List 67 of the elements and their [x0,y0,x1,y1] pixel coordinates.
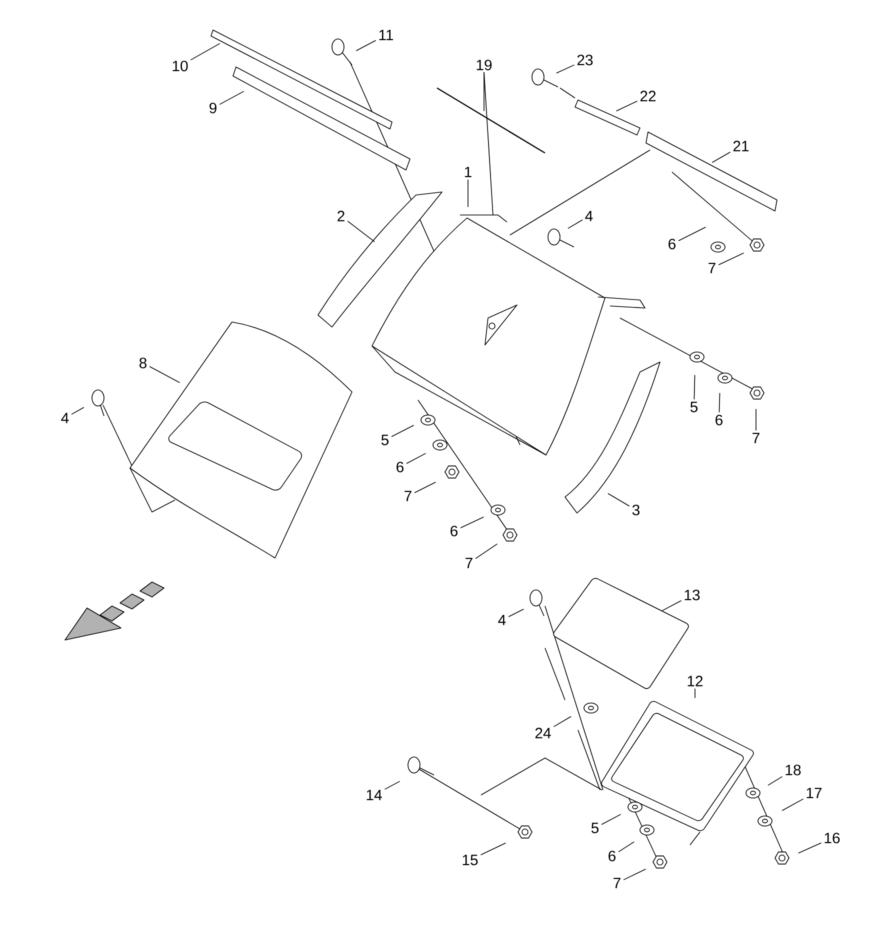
leader-line [475,544,498,559]
callout-number: 1 [464,166,472,178]
callout-number: 7 [404,490,412,502]
leader-line [694,374,696,400]
leader-line [616,100,638,112]
callout-number: 11 [379,30,394,40]
leader-line [414,482,436,494]
callout-number: 3 [632,504,640,516]
leader-line [678,226,706,242]
leader-line [149,366,180,384]
callout-number: 4 [585,210,593,222]
leader-line [618,841,634,852]
callout-number: 22 [640,90,656,102]
callout-number: 2 [338,210,344,222]
leader-line [662,600,682,612]
leader-line [718,252,744,266]
callout-number: 5 [591,822,599,834]
leader-line [556,64,575,74]
callout-number: 12 [688,676,703,686]
leader-line [553,716,572,728]
callout-number: 4 [61,412,69,424]
callout-number: 8 [139,358,147,368]
callout-number: 13 [684,590,700,600]
leader-line [391,424,414,438]
callout-number: 16 [824,832,840,844]
leader-line [798,842,822,854]
leader-line [480,842,506,856]
leader-line [768,776,783,786]
callout-number: 6 [668,238,676,250]
leader-line [384,780,400,790]
callout-number: 21 [733,140,749,152]
callout-number: 5 [381,434,389,446]
callout-number: 17 [806,788,822,798]
callout-number: 6 [450,526,458,536]
callout-number: 7 [752,432,760,444]
leader-line [460,516,484,528]
callout-number: 6 [396,462,404,472]
callout-number: 23 [577,54,593,66]
callout-number: 7 [708,262,716,274]
leader-line [782,798,804,811]
callout-number: 6 [608,850,616,862]
leader-line [347,220,375,242]
leader-line [712,152,731,163]
leader-line [508,608,524,618]
callout-number: 5 [690,402,698,412]
callout-number: 4 [498,614,506,626]
leader-line [608,493,630,507]
callout-number: 7 [614,878,620,888]
callout-number: 18 [786,764,801,776]
callout-number: 9 [210,102,216,114]
leader-line [623,868,646,880]
callout-number: 6 [716,414,722,426]
callout-number: 7 [466,558,472,568]
leader-line [219,90,244,105]
callout-number: 10 [172,60,188,72]
leader-line [568,219,583,229]
leader-line [601,814,622,825]
leader-line [71,407,84,415]
callout-number: 14 [366,790,382,800]
leader-line [694,688,696,698]
leader-line [190,43,220,60]
callout-number: 24 [535,728,551,738]
leader-line [718,392,720,413]
callout-number: 19 [476,60,492,70]
leader-line [356,40,376,52]
leader-line [406,452,426,464]
callout-number: 15 [462,854,478,866]
